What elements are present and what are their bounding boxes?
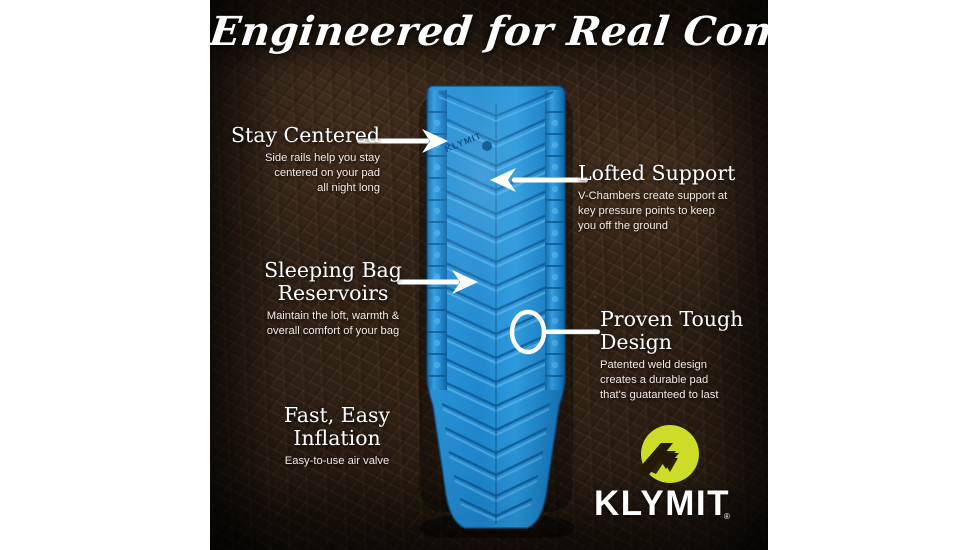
callout-body: Easy-to-use air valve — [284, 454, 390, 467]
callout-title: Sleeping Bag Reservoirs — [264, 258, 402, 305]
callout-title: Fast, Easy Inflation — [283, 403, 391, 450]
callout-title: Lofted Support — [578, 161, 736, 185]
mountain-arrow-circle-icon — [640, 424, 700, 484]
callout-fast-easy-inflation: Fast, Easy Inflation Easy-to-use air val… — [248, 404, 426, 469]
callout-stay-centered: Stay Centered Side rails help you stay c… — [222, 124, 380, 196]
registered-trademark-icon: ® — [724, 512, 730, 521]
callout-body: Maintain the loft, warmth & overall comf… — [266, 309, 400, 337]
product-infographic: Engineered for Real Comfort — [210, 0, 768, 550]
headline-title: Engineered for Real Comfort — [210, 8, 768, 55]
sleeping-pad-image: KLYMIT — [409, 76, 581, 538]
callout-title: Proven Tough Design — [600, 307, 744, 354]
callout-body: V-Chambers create support at key pressur… — [578, 189, 728, 232]
brand-wordmark: KLYMIT — [593, 484, 731, 523]
callout-sleeping-bag-reservoirs: Sleeping Bag Reservoirs Maintain the lof… — [248, 259, 418, 339]
callout-lofted-support: Lofted Support V-Chambers create support… — [578, 162, 760, 234]
callout-proven-tough-design: Proven Tough Design Patented weld design… — [600, 308, 762, 403]
callout-title: Stay Centered — [230, 123, 380, 147]
brand-logo: KLYMIT ® — [572, 424, 752, 532]
callout-body: Patented weld design creates a durable p… — [600, 358, 719, 401]
callout-body: Side rails help you stay centered on you… — [264, 151, 380, 194]
